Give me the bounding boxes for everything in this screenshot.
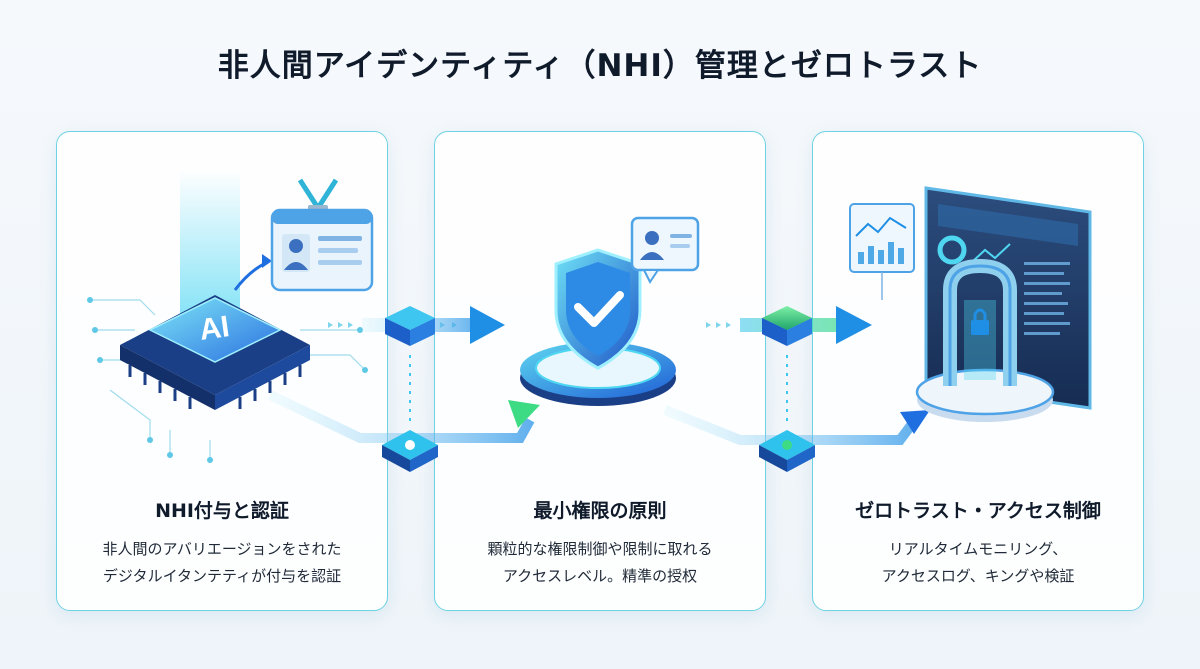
card-least-privilege: 最小権限の原則 顆粒的な権限制御や限制に取れる アクセスレベル。精準の授权 bbox=[434, 131, 766, 611]
card-title: NHI付与と認証 bbox=[155, 500, 289, 522]
card-desc-line: 顆粒的な権限制御や限制に取れる bbox=[487, 540, 713, 558]
card-desc-line: アクセスログ、キングや検証 bbox=[881, 567, 1075, 585]
card-title: 最小権限の原則 bbox=[533, 500, 667, 522]
network-node-icon bbox=[759, 430, 815, 472]
card-description: 非人間のアバリエージョンをされた デジタルイタンテティが付与を認証 bbox=[57, 536, 387, 590]
card-zero-trust: ゼロトラスト・アクセス制御 リアルタイムモニリング、 アクセスログ、キングや検証 bbox=[812, 131, 1144, 611]
card-desc-line: アクセスレベル。精準の授权 bbox=[502, 567, 698, 585]
card-description: 顆粒的な権限制御や限制に取れる アクセスレベル。精準の授权 bbox=[435, 536, 765, 590]
page-title: 非人間アイデンティティ（NHI）管理とゼロトラスト bbox=[217, 48, 983, 84]
network-node-icon bbox=[385, 306, 435, 346]
network-node-icon bbox=[762, 306, 812, 346]
network-node-icon bbox=[382, 430, 438, 472]
card-nhi-issuance: NHI付与と認証 非人間のアバリエージョンをされた デジタルイタンテティが付与を… bbox=[56, 131, 388, 611]
card-title: ゼロトラスト・アクセス制御 bbox=[855, 500, 1101, 522]
card-desc-line: デジタルイタンテティが付与を認証 bbox=[102, 567, 342, 585]
card-desc-line: 非人間のアバリエージョンをされた bbox=[102, 540, 342, 558]
card-description: リアルタイムモニリング、 アクセスログ、キングや検証 bbox=[813, 536, 1143, 590]
card-desc-line: リアルタイムモニリング、 bbox=[888, 540, 1068, 558]
